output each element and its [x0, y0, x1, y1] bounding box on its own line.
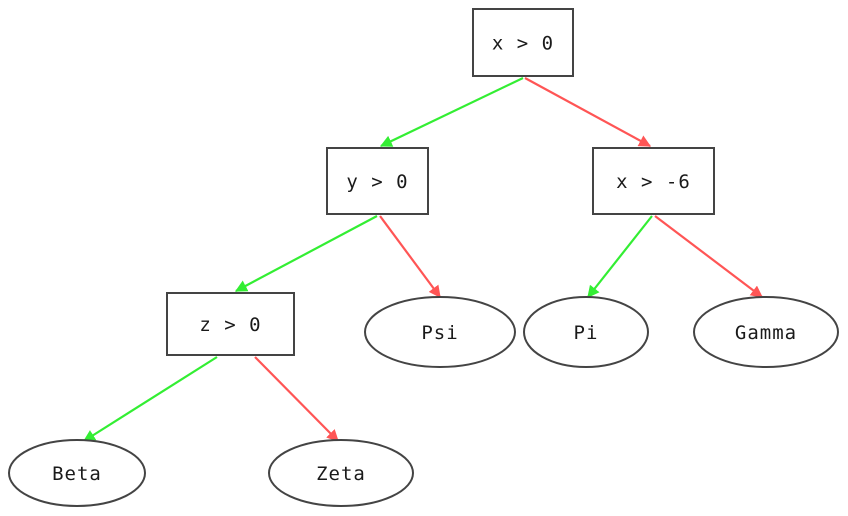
- leaf-node-gamma[interactable]: Gamma: [693, 296, 839, 368]
- edge-group: [82, 77, 763, 442]
- edge-xneg6-to-gamma: [654, 215, 763, 298]
- decision-node-x-neg6-label: x > -6: [616, 171, 691, 193]
- decision-node-x-neg6-shape[interactable]: [592, 147, 715, 215]
- decision-node-y[interactable]: y > 0: [326, 147, 429, 215]
- leaf-node-zeta-shape[interactable]: [268, 439, 414, 507]
- decision-node-y-shape[interactable]: [326, 147, 429, 215]
- leaf-node-zeta[interactable]: Zeta: [268, 439, 414, 507]
- leaf-node-beta-label: Beta: [52, 463, 102, 485]
- leaf-node-gamma-shape[interactable]: [693, 296, 839, 368]
- leaf-node-zeta-label: Zeta: [316, 463, 366, 485]
- leaf-node-psi[interactable]: Psi: [364, 296, 516, 368]
- edge-z-to-beta: [82, 356, 218, 442]
- decision-node-root-shape[interactable]: [472, 8, 574, 77]
- leaf-node-group: Psi Pi Gamma Beta Zeta: [8, 296, 839, 507]
- decision-node-root[interactable]: x > 0: [472, 8, 574, 77]
- leaf-node-psi-shape[interactable]: [364, 296, 516, 368]
- leaf-node-beta-shape[interactable]: [8, 439, 146, 507]
- edge-root-to-y: [379, 77, 524, 147]
- decision-node-x-neg6[interactable]: x > -6: [592, 147, 715, 215]
- decision-node-y-label: y > 0: [346, 171, 408, 193]
- leaf-node-gamma-label: Gamma: [735, 322, 797, 344]
- leaf-node-pi[interactable]: Pi: [523, 296, 649, 368]
- decision-node-group: x > 0 y > 0 x > -6 z > 0: [166, 8, 715, 356]
- leaf-node-beta[interactable]: Beta: [8, 439, 146, 507]
- decision-node-z[interactable]: z > 0: [166, 292, 295, 356]
- decision-node-root-label: x > 0: [492, 33, 554, 55]
- leaf-node-psi-label: Psi: [421, 322, 458, 344]
- leaf-node-pi-shape[interactable]: [523, 296, 649, 368]
- decision-node-z-shape[interactable]: [166, 292, 295, 356]
- edge-z-to-zeta: [254, 356, 339, 442]
- edge-xneg6-to-pi: [587, 215, 653, 298]
- decision-node-z-label: z > 0: [199, 314, 261, 336]
- edge-y-to-z: [234, 215, 378, 292]
- edge-y-to-psi: [379, 215, 441, 298]
- edge-root-to-xneg6: [524, 77, 652, 147]
- leaf-node-pi-label: Pi: [574, 322, 599, 344]
